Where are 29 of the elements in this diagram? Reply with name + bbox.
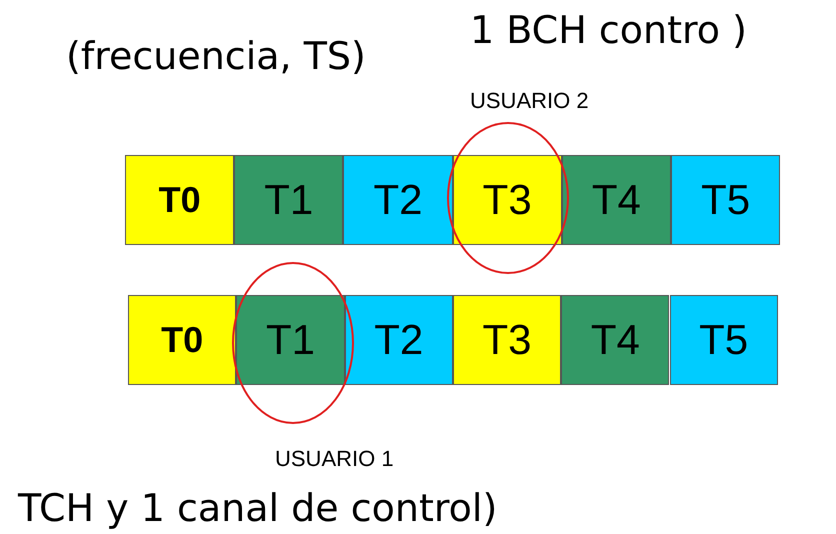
time-slot-cell	[343, 155, 453, 245]
time-slot-cell	[670, 295, 778, 385]
time-slot-cell	[234, 155, 344, 245]
slot-label: T3	[482, 176, 532, 224]
slot-label: T2	[373, 176, 422, 224]
slot-label: T1	[264, 176, 314, 224]
caption-text: 1 BCH contro )	[470, 8, 747, 52]
time-slot-cell	[344, 295, 453, 385]
slot-label: T4	[590, 316, 640, 364]
slot-label: T1	[266, 316, 315, 364]
slot-label: T5	[701, 176, 750, 224]
time-slot-cell	[452, 295, 562, 385]
time-slot-cell	[128, 295, 236, 385]
slot-label: T3	[482, 316, 532, 364]
caption-text: TCH y 1 canal de control)	[18, 486, 498, 530]
time-slot-cell	[562, 155, 671, 245]
time-slot-cell	[452, 155, 562, 245]
time-slot-cell	[236, 295, 345, 385]
user-label: USUARIO 2	[470, 88, 589, 114]
caption-text: (frecuencia, TS)	[66, 34, 366, 78]
slot-label: T4	[592, 176, 641, 224]
slot-label: T2	[374, 316, 424, 364]
time-slot-cell	[671, 155, 780, 245]
user-label: USUARIO 1	[275, 446, 394, 472]
slot-label: T5	[699, 316, 748, 364]
slot-label: T0	[158, 179, 201, 221]
time-slot-cell	[125, 155, 234, 245]
slot-label: T0	[161, 319, 204, 361]
time-slot-cell	[561, 295, 670, 385]
